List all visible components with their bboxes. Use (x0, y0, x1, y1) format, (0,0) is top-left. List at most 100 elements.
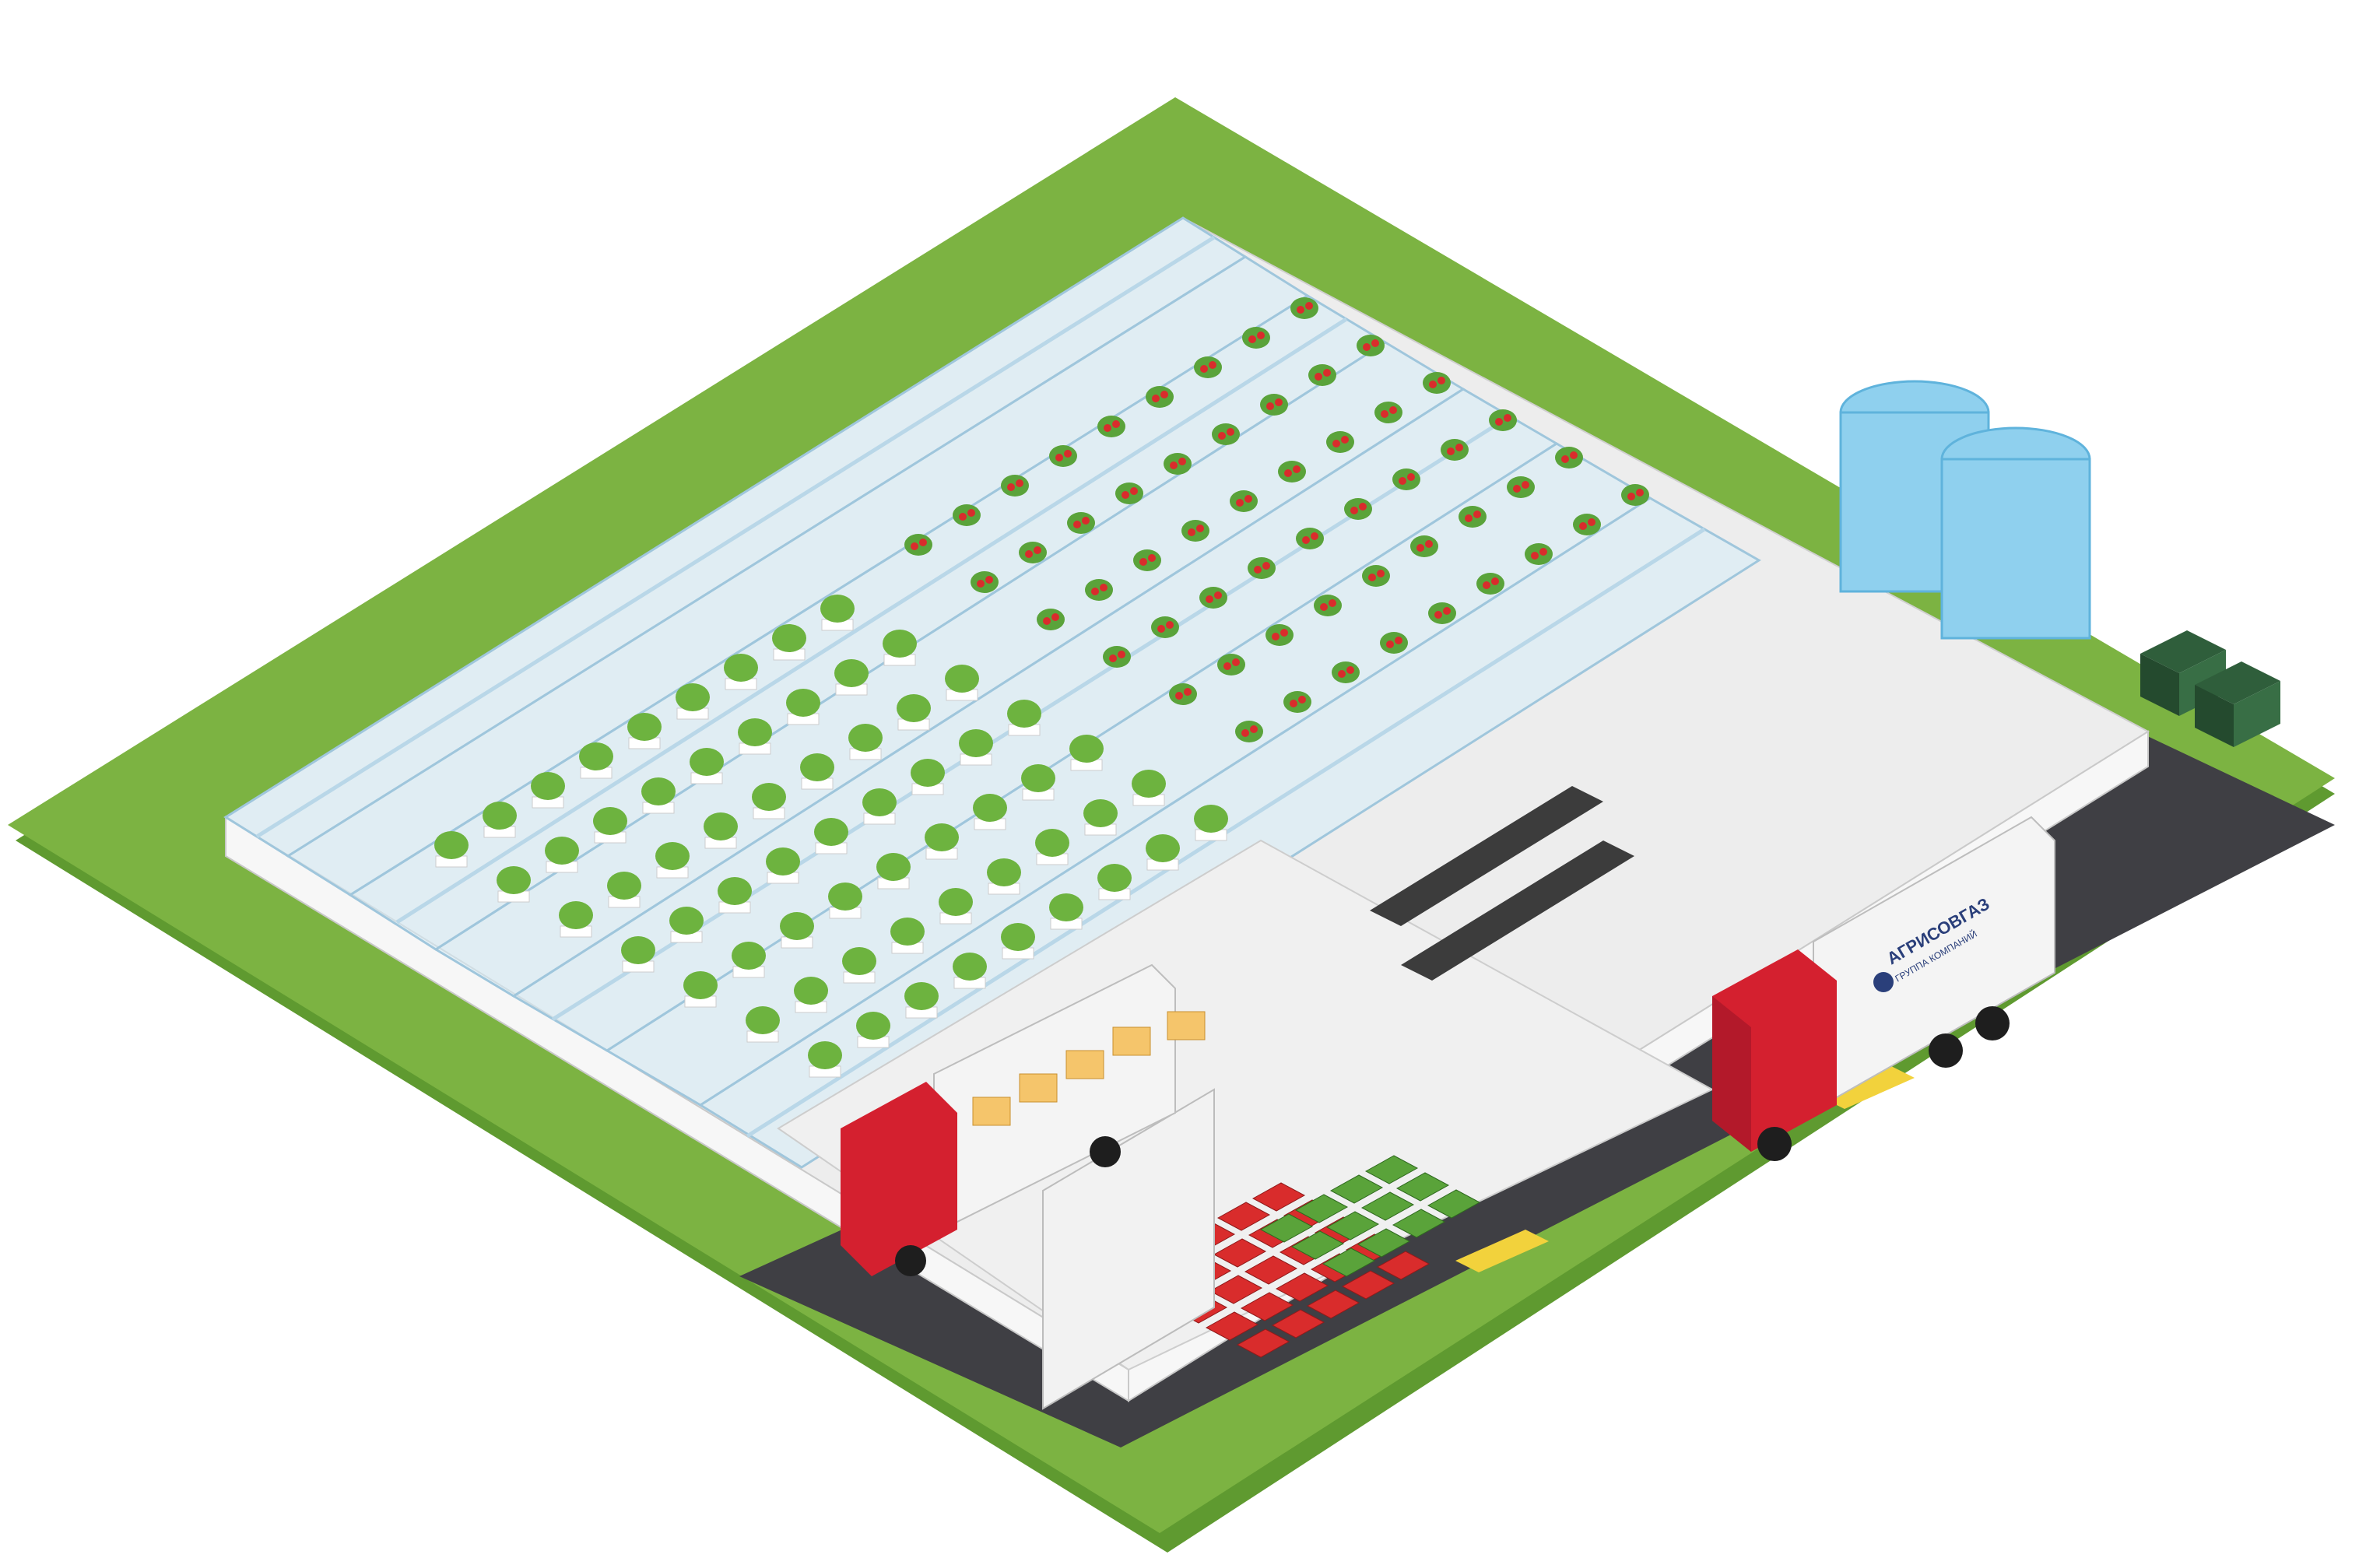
tomato-icon (1627, 493, 1635, 500)
tomato-icon (1522, 481, 1529, 489)
tomato-icon (1570, 451, 1578, 459)
tomato-icon (1184, 688, 1192, 696)
tomato-plant-icon (1344, 498, 1372, 520)
tomato-icon (1112, 420, 1120, 428)
tomato-icon (1434, 611, 1442, 619)
red-crate (1251, 1182, 1306, 1212)
plant-icon (483, 802, 517, 830)
tomato-icon (1513, 485, 1521, 493)
plant-icon (945, 665, 979, 693)
tomato-icon (1297, 306, 1304, 314)
tomato-plant-icon (1242, 327, 1270, 349)
tomato-icon (1254, 566, 1262, 574)
plant-icon (669, 907, 704, 935)
tomato-plant-icon (1235, 721, 1263, 742)
plant-icon (780, 912, 814, 940)
tomato-icon (1109, 654, 1117, 662)
tomato-plant-icon (1146, 386, 1174, 408)
plant-icon (1097, 864, 1132, 892)
tomato-icon (1043, 617, 1051, 625)
tomato-plant-icon (1525, 543, 1553, 565)
tomato-icon (1359, 503, 1367, 511)
red-crate (1341, 1270, 1395, 1300)
tomato-icon (1579, 522, 1587, 530)
tomato-icon (1368, 574, 1376, 581)
tomato-icon (1188, 528, 1195, 536)
tomato-icon (1248, 335, 1256, 343)
tomato-icon (1266, 402, 1274, 410)
tomato-plant-icon (1217, 654, 1245, 675)
plant-icon (683, 971, 718, 999)
tomato-plant-icon (1296, 528, 1324, 549)
tomato-icon (1531, 552, 1539, 560)
green-crate (1357, 1228, 1411, 1258)
plant-icon (1007, 700, 1041, 728)
tomato-plant-icon (1362, 565, 1390, 587)
plant-icon (434, 831, 469, 859)
plant-icon (752, 783, 786, 811)
tomato-icon (1257, 332, 1265, 339)
plant-icon (1194, 805, 1228, 833)
tomato-plant-icon (1085, 579, 1113, 601)
plant-icon (925, 823, 959, 851)
plant-icon (814, 818, 848, 846)
tomato-plant-icon (1374, 402, 1402, 423)
tomato-icon (1100, 584, 1108, 591)
tomato-plant-icon (904, 534, 932, 556)
tomato-plant-icon (971, 571, 999, 593)
tomato-plant-icon (953, 504, 981, 526)
tomato-icon (1377, 570, 1385, 577)
tomato-icon (1091, 588, 1099, 595)
plant-icon (1049, 893, 1083, 921)
plant-icon (607, 872, 641, 900)
tomato-icon (1104, 424, 1111, 432)
tomato-plant-icon (1489, 409, 1517, 431)
tomato-plant-icon (1194, 356, 1222, 378)
agrisovgaz-logo (1873, 972, 1894, 992)
plant-icon (794, 977, 828, 1005)
green-crate (1427, 1189, 1481, 1219)
plant-icon (953, 953, 987, 981)
tomato-icon (1465, 514, 1473, 522)
plant-icon (1069, 735, 1104, 763)
tomato-icon (1241, 729, 1249, 737)
plant-icon (939, 888, 973, 916)
plant-icon (766, 847, 800, 875)
plant-rows-tomato (904, 297, 1649, 742)
plant-icon (856, 1012, 890, 1040)
tomato-plant-icon (1164, 453, 1192, 475)
plant-icon (973, 794, 1007, 822)
plant-icon (704, 812, 738, 840)
tomato-icon (1381, 410, 1388, 418)
plant-icon (1083, 799, 1118, 827)
tomato-icon (1443, 607, 1451, 615)
tomato-icon (1350, 507, 1358, 514)
tomato-plant-icon (1019, 542, 1047, 563)
tomato-plant-icon (1151, 616, 1179, 638)
tomato-plant-icon (1441, 439, 1469, 461)
tomato-icon (1305, 302, 1313, 310)
tomato-icon (959, 513, 967, 521)
tomato-icon (1437, 377, 1445, 384)
green-crate (1329, 1174, 1384, 1204)
tomato-icon (1272, 633, 1280, 640)
red-crate (1205, 1311, 1259, 1341)
plant-icon (724, 654, 758, 682)
tomato-icon (1290, 700, 1297, 707)
tomato-plant-icon (1410, 535, 1438, 557)
tomato-icon (1504, 414, 1511, 422)
tomato-plant-icon (1326, 431, 1354, 453)
plant-icon (987, 858, 1021, 886)
plant-icon (820, 595, 855, 623)
tomato-icon (1157, 625, 1165, 633)
tomato-icon (1293, 465, 1301, 473)
tomato-icon (1588, 518, 1595, 526)
green-crates (1259, 1155, 1481, 1277)
tomato-plant-icon (1230, 490, 1258, 512)
tomato-icon (1636, 489, 1644, 497)
tomato-icon (1363, 343, 1371, 351)
tomato-icon (1218, 432, 1226, 440)
tomato-plant-icon (1357, 335, 1385, 356)
plant-icon (890, 918, 925, 946)
tomato-icon (1055, 454, 1063, 461)
